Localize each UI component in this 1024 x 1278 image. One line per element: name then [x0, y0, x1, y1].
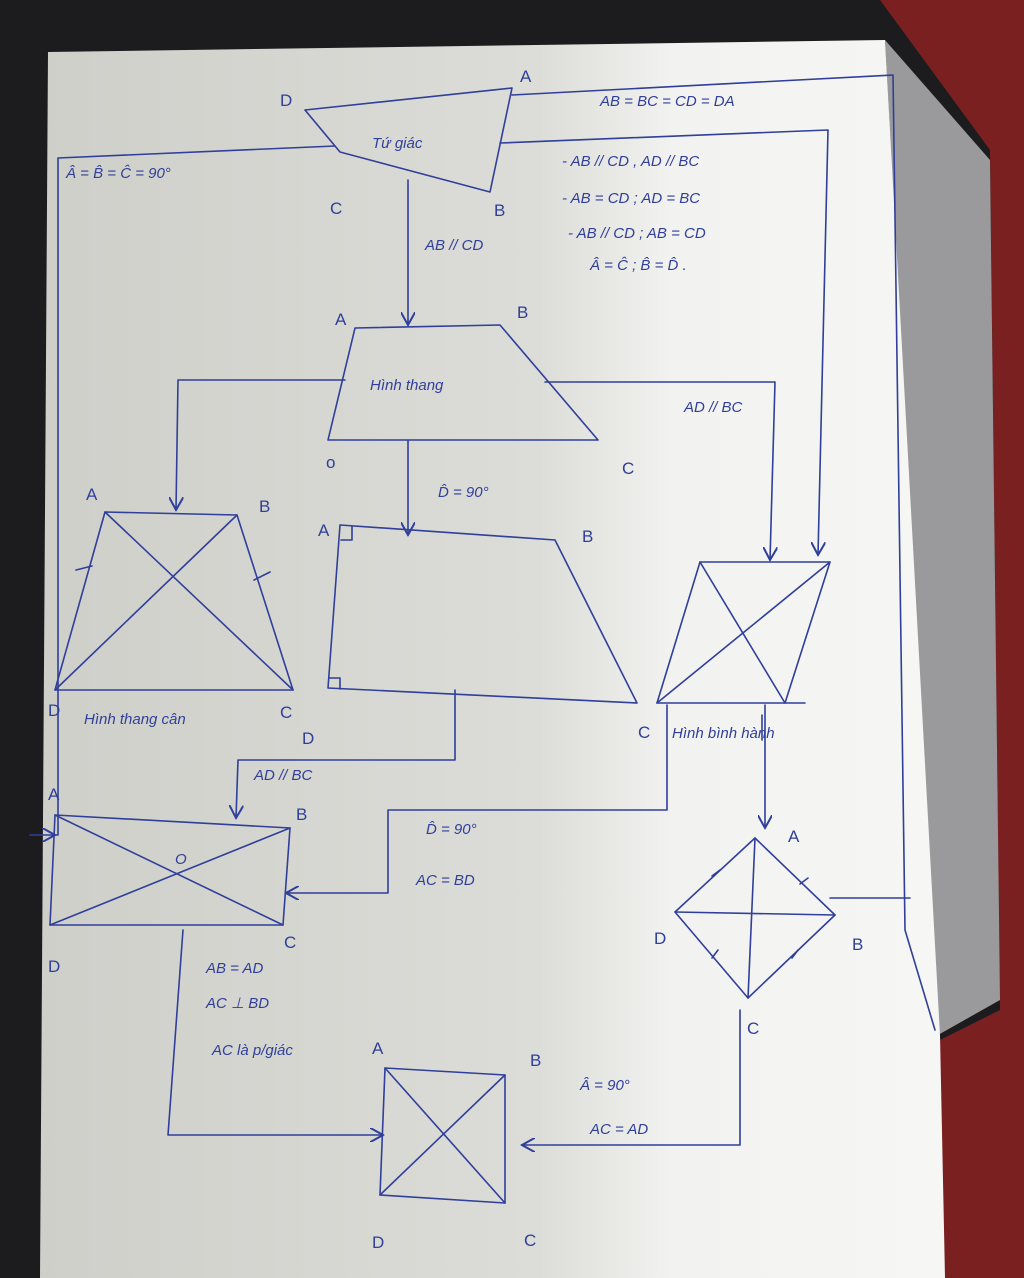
- vertex-label: B: [494, 201, 505, 220]
- quadrilateral-title: Tứ giác: [372, 135, 423, 152]
- vertex-label: D: [48, 957, 60, 976]
- vertex-label: D: [654, 929, 666, 948]
- vertex-label: C: [638, 723, 650, 742]
- connector-rectangle-to-square: [167, 929, 383, 1135]
- connector-rhombus-to-square: [522, 1009, 741, 1145]
- center-label: O: [175, 851, 187, 868]
- vertex-label: C: [747, 1019, 759, 1038]
- condition-square-from-rhombus-2: AC = AD: [589, 1121, 648, 1138]
- condition-rectangle-from-parallelogram-2: AC = BD: [415, 872, 475, 889]
- vertex-label: A: [86, 485, 98, 504]
- vertex-label: B: [296, 805, 307, 824]
- square-shape: [379, 1067, 506, 1204]
- vertex-label: D: [372, 1233, 384, 1252]
- vertex-label: B: [259, 497, 270, 516]
- connector-quad-to-rhombus: [511, 74, 936, 1031]
- vertex-label: B: [530, 1051, 541, 1070]
- vertex-label: A: [335, 310, 347, 329]
- vertex-label: A: [520, 67, 532, 86]
- condition-rhombus: AB = BC = CD = DA: [599, 93, 735, 110]
- condition-square-from-rhombus-1: Â = 90°: [579, 1077, 630, 1094]
- condition-square-from-rectangle-2: AC ⊥ BD: [205, 995, 269, 1012]
- isosceles-trapezoid-title: Hình thang cân: [84, 711, 186, 728]
- vertex-label: A: [372, 1039, 384, 1058]
- vertex-label: A: [318, 521, 330, 540]
- condition-parallelogram-from-trapezoid: AD // BC: [683, 399, 743, 416]
- vertex-label: D: [302, 729, 314, 748]
- condition-parallelogram-4: Â = Ĉ ; B̂ = D̂ .: [589, 257, 687, 274]
- condition-right-trapezoid: D̂ = 90°: [438, 484, 489, 501]
- vertex-label: A: [788, 827, 800, 846]
- vertex-label: o: [326, 453, 335, 472]
- connector-parallelogram-to-rectangle: [286, 704, 668, 893]
- isosceles-trapezoid-shape: [54, 511, 294, 691]
- rhombus-shape: [674, 837, 836, 999]
- connector-trapezoid-to-parallelogram: [544, 381, 775, 560]
- right-trapezoid-shape: [327, 524, 638, 704]
- condition-rectangle-from-right-trapezoid: AD // BC: [253, 767, 313, 784]
- vertex-label: D: [48, 701, 60, 720]
- vertex-label: D: [280, 91, 292, 110]
- condition-parallelogram-1: - AB // CD , AD // BC: [562, 153, 699, 170]
- rectangle-shape: [49, 814, 291, 926]
- vertex-label: C: [524, 1231, 536, 1250]
- condition-parallelogram-2: - AB = CD ; AD = BC: [562, 190, 700, 207]
- vertex-label: B: [517, 303, 528, 322]
- condition-square-from-rectangle-1: AB = AD: [205, 960, 264, 977]
- vertex-label: C: [280, 703, 292, 722]
- parallelogram-title: Hình bình hành: [672, 725, 775, 742]
- connector-right-trapezoid-to-rectangle: [236, 689, 456, 818]
- trapezoid-title: Hình thang: [370, 377, 444, 394]
- vertex-label: C: [330, 199, 342, 218]
- quadrilateral-shape: [304, 87, 513, 193]
- trapezoid-shape: [327, 324, 599, 441]
- connector-quad-to-parallelogram: [499, 129, 829, 555]
- vertex-label: C: [622, 459, 634, 478]
- condition-rectangle-from-parallelogram-1: D̂ = 90°: [426, 821, 477, 838]
- connector-trapezoid-to-isosceles: [176, 379, 346, 510]
- condition-square-from-rectangle-3: AC là p/giác: [211, 1042, 293, 1059]
- parallelogram-shape: [656, 561, 831, 704]
- vertex-label: C: [284, 933, 296, 952]
- vertex-label: B: [852, 935, 863, 954]
- condition-rectangle-from-quad: Â = B̂ = Ĉ = 90°: [65, 165, 171, 182]
- red-surface: [880, 0, 1024, 1278]
- condition-parallelogram-3: - AB // CD ; AB = CD: [568, 225, 706, 242]
- paper-sheet: [40, 40, 945, 1278]
- vertex-label: B: [582, 527, 593, 546]
- vertex-label: A: [48, 785, 60, 804]
- condition-trapezoid: AB // CD: [424, 237, 484, 254]
- laptop-edge: [885, 40, 1000, 1035]
